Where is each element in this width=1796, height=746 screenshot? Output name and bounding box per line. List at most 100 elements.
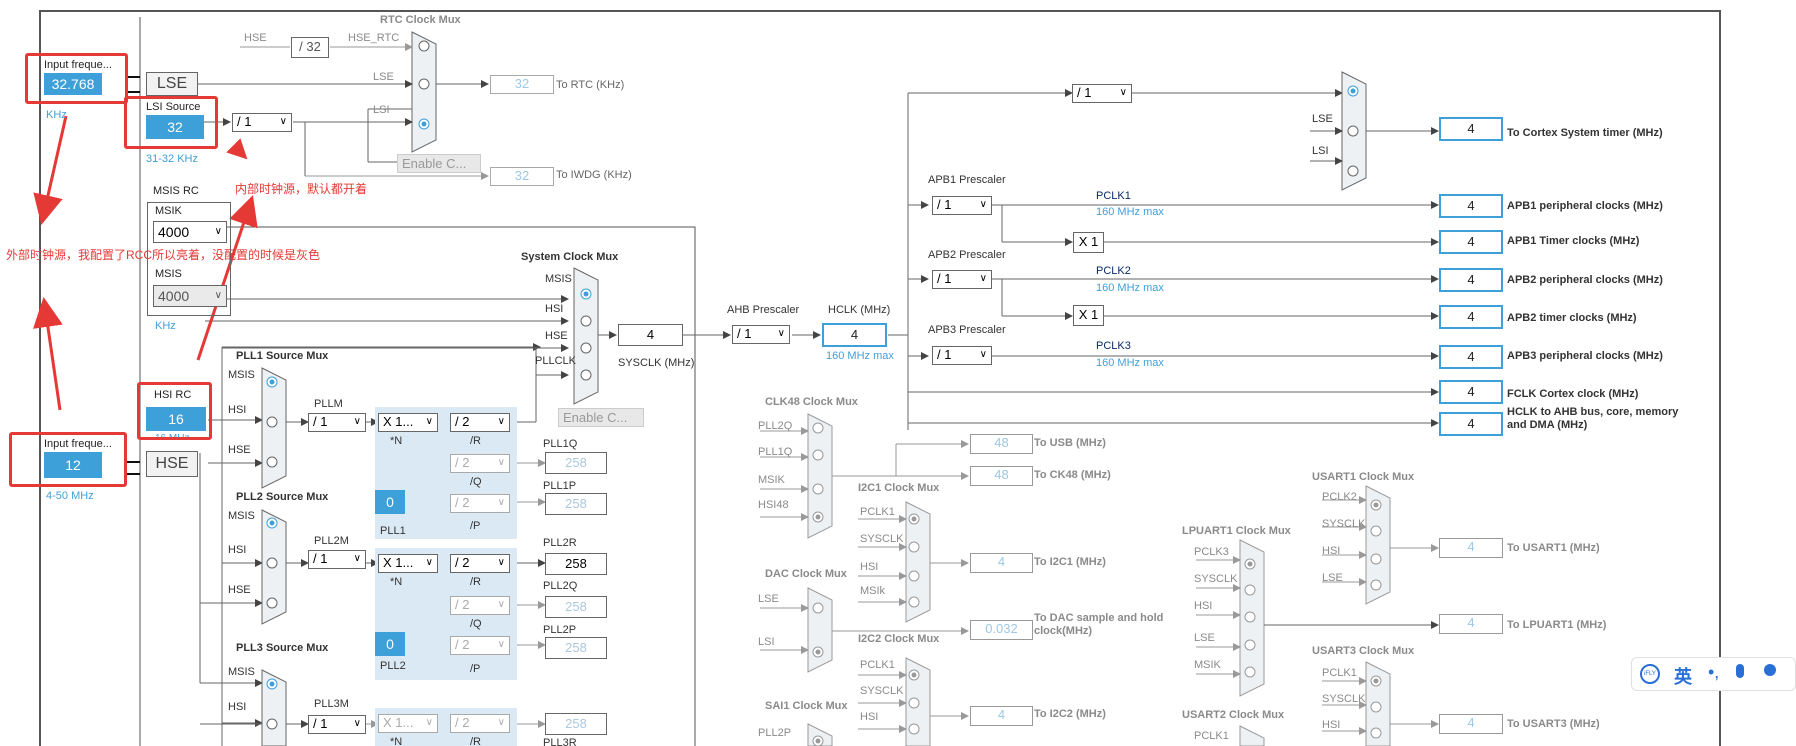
- usart2-title: USART2 Clock Mux: [1182, 709, 1285, 721]
- dac-in1: LSE: [758, 593, 779, 605]
- apb1-prescaler-select[interactable]: / 1∨: [932, 196, 992, 215]
- clk48-in3: MSIK: [758, 474, 785, 486]
- ahb-prescaler-value: / 1: [737, 326, 752, 341]
- apb2-timer-label: APB2 timer clocks (MHz): [1507, 312, 1637, 324]
- pll2-q-out-label: PLL2Q: [543, 580, 578, 592]
- pll1-n-select[interactable]: X 1...∨: [378, 413, 438, 432]
- pll2-n-select[interactable]: X 1...∨: [378, 554, 438, 573]
- pll1-p-select[interactable]: / 2∨: [450, 494, 510, 513]
- pll2-r-out: 258: [545, 553, 607, 575]
- msis-select[interactable]: 4000 ∨: [153, 285, 227, 307]
- rtc-hse-label: HSE: [244, 32, 267, 44]
- rtc-enable-button[interactable]: Enable C...: [397, 154, 481, 173]
- lpuart1-in3: HSI: [1194, 600, 1213, 612]
- ifly-logo-icon[interactable]: iFLY: [1640, 664, 1660, 684]
- pll3-r-out: 258: [545, 713, 607, 735]
- i2c1-title: I2C1 Clock Mux: [858, 482, 940, 494]
- usart3-in1: PCLK1: [1322, 667, 1357, 679]
- chevron-down-icon: ∨: [353, 416, 361, 427]
- chevron-down-icon: ∨: [214, 290, 222, 301]
- apb2-periph-value: 4: [1439, 268, 1503, 292]
- ime-toolbar[interactable]: iFLY 英 •,: [1631, 657, 1796, 691]
- pll2-r-select[interactable]: / 2∨: [450, 554, 510, 573]
- pclk1-max: 160 MHz max: [1096, 206, 1164, 218]
- sysclk-enable-button[interactable]: Enable C...: [558, 408, 644, 427]
- pll3-in-hsi: HSI: [228, 701, 247, 713]
- ahb-prescaler-select[interactable]: / 1 ∨: [732, 325, 790, 344]
- microphone-icon[interactable]: [1736, 664, 1744, 678]
- apb2-periph-label: APB2 peripheral clocks (MHz): [1507, 274, 1663, 286]
- pll3-m-label: PLL3M: [314, 698, 349, 710]
- ime-lang-toggle[interactable]: 英: [1674, 667, 1692, 687]
- sysclk-in-pllclk: PLLCLK: [535, 355, 576, 367]
- ck48-value: 48: [970, 466, 1033, 486]
- hclk-bus-value: 4: [1439, 412, 1503, 436]
- pll1-title: PLL1 Source Mux: [236, 350, 329, 362]
- lpuart1-label: To LPUART1 (MHz): [1507, 619, 1607, 631]
- ahb-prescaler-title: AHB Prescaler: [727, 304, 800, 316]
- apb3-prescaler-select[interactable]: / 1∨: [932, 346, 992, 365]
- pclk1-label: PCLK1: [1096, 190, 1131, 202]
- chevron-down-icon: ∨: [425, 557, 433, 568]
- user-icon[interactable]: [1764, 664, 1776, 676]
- cortex-divider-select[interactable]: / 1∨: [1072, 84, 1132, 103]
- pll3-m-select[interactable]: / 1∨: [308, 715, 366, 734]
- pll2-q-label: /Q: [470, 618, 482, 630]
- apb1-timer-label: APB1 Timer clocks (MHz): [1507, 235, 1640, 247]
- pll2-frac[interactable]: 0: [375, 632, 405, 656]
- pll3-in-msis: MSIS: [228, 666, 255, 678]
- pll3-r-select[interactable]: / 2∨: [450, 714, 510, 733]
- apb2-prescaler-select[interactable]: / 1∨: [932, 270, 992, 289]
- cortex-lse-label: LSE: [1312, 113, 1333, 125]
- pll3-n-select[interactable]: X 1...∨: [378, 714, 438, 733]
- lsi-divider-select[interactable]: / 1∨: [232, 113, 292, 132]
- pll2-m-select[interactable]: / 1∨: [308, 550, 366, 569]
- usart1-title: USART1 Clock Mux: [1312, 471, 1415, 483]
- i2c2-in2: SYSCLK: [860, 685, 904, 697]
- chevron-down-icon: ∨: [497, 416, 505, 427]
- pll2-in-msis: MSIS: [228, 510, 255, 522]
- chevron-down-icon: ∨: [777, 328, 785, 339]
- sysclk-label: SYSCLK (MHz): [618, 357, 695, 369]
- chevron-down-icon: ∨: [497, 497, 505, 508]
- hse-highlight: [9, 432, 127, 487]
- sysclk-value: 4: [618, 324, 683, 346]
- pll2-in-hse: HSE: [228, 584, 251, 596]
- rtc-output-label: To RTC (KHz): [556, 79, 625, 91]
- i2c1-label: To I2C1 (MHz): [1034, 556, 1106, 568]
- pll1-r-select[interactable]: / 2∨: [450, 413, 510, 432]
- pll1-q-select[interactable]: / 2∨: [450, 454, 510, 473]
- pll2-q-select[interactable]: / 2∨: [450, 596, 510, 615]
- ck48-label: To CK48 (MHz): [1034, 469, 1111, 481]
- apb2-timer-value: 4: [1439, 305, 1503, 329]
- apb1-prescaler-value: / 1: [937, 197, 952, 212]
- pll2-p-out: 258: [545, 637, 607, 659]
- lse-input-field[interactable]: 32.768: [44, 73, 102, 95]
- rtc-hse-rtc-label: HSE_RTC: [348, 32, 400, 44]
- apb1-timer-value: 4: [1439, 230, 1503, 254]
- usart3-in3: HSI: [1322, 719, 1341, 731]
- usart3-title: USART3 Clock Mux: [1312, 645, 1415, 657]
- hclk-input[interactable]: 4: [822, 323, 887, 347]
- hse-input-field[interactable]: 12: [44, 452, 102, 478]
- chevron-down-icon: ∨: [214, 226, 222, 237]
- pll2-p-select[interactable]: / 2∨: [450, 636, 510, 655]
- i2c1-in4: MSIk: [860, 585, 886, 597]
- usart1-in3: HSI: [1322, 545, 1341, 557]
- pll2-p-out-label: PLL2P: [543, 624, 577, 636]
- msis-value: 4000: [158, 288, 190, 304]
- pll3-r-value: / 2: [455, 715, 470, 730]
- lpuart1-title: LPUART1 Clock Mux: [1182, 525, 1291, 537]
- hsi-value: 16: [146, 407, 206, 431]
- pll1-p-label: /P: [470, 520, 481, 532]
- pll1-frac[interactable]: 0: [375, 490, 405, 514]
- chevron-down-icon: ∨: [425, 717, 433, 728]
- rtc-div32[interactable]: / 32: [291, 37, 329, 58]
- usart1-value: 4: [1439, 538, 1503, 558]
- msik-select[interactable]: 4000∨: [153, 221, 227, 243]
- lpuart1-value: 4: [1439, 614, 1503, 634]
- pll1-m-select[interactable]: / 1∨: [308, 413, 366, 432]
- i2c1-in1: PCLK1: [860, 506, 895, 518]
- pll3-n-label: *N: [390, 736, 403, 746]
- punctuation-icon[interactable]: •,: [1708, 662, 1720, 682]
